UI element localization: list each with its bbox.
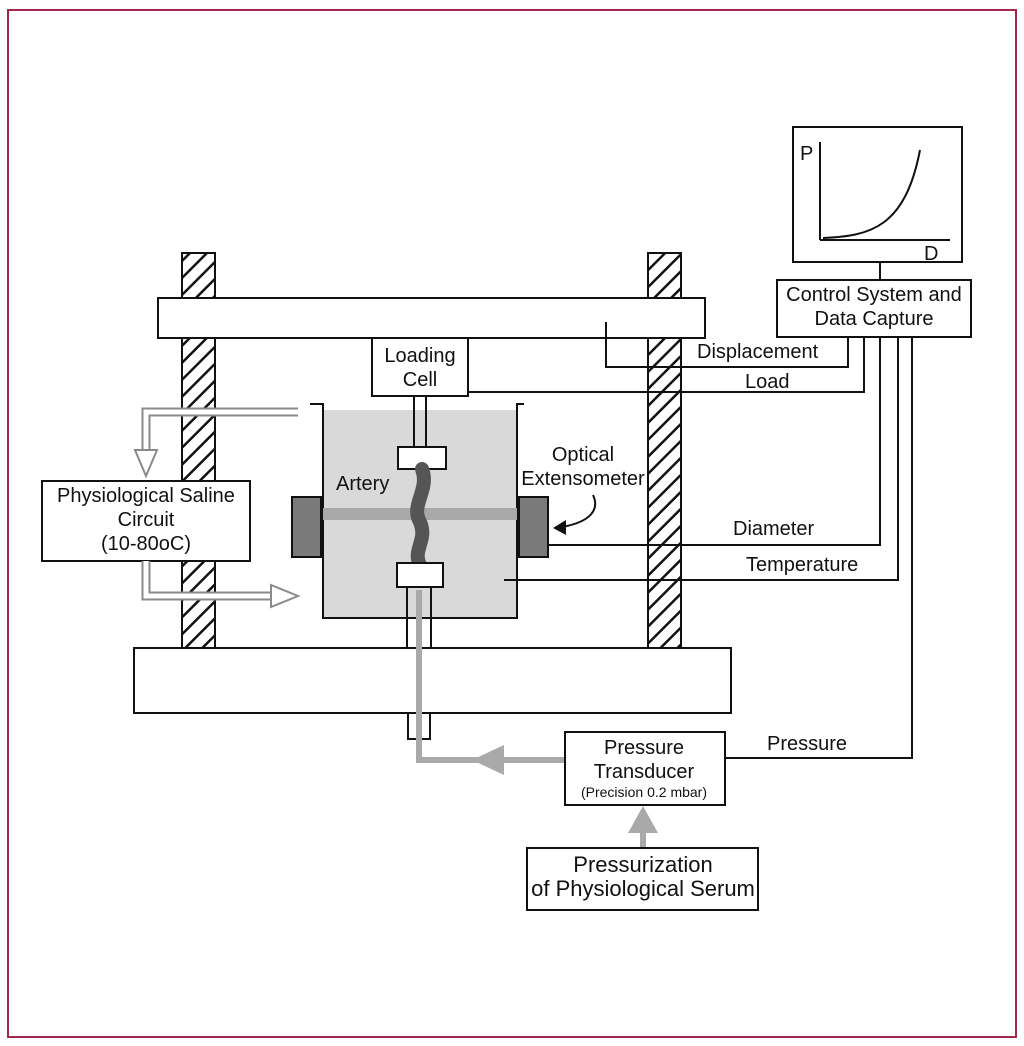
outer-frame (7, 9, 1017, 1038)
temperature-label: Temperature (746, 554, 858, 576)
diameter-label: Diameter (733, 518, 814, 540)
pressurization-label-1: Pressurization (573, 852, 712, 877)
bottom-base (133, 647, 732, 714)
saline-inflow-arrow (141, 561, 301, 609)
extensometer-left-block (291, 496, 322, 558)
pressure-flow-arrowhead (472, 745, 504, 775)
artery-label: Artery (336, 473, 389, 495)
transducer-label-2: Transducer (594, 761, 695, 783)
saline-outflow-arrow (133, 407, 298, 479)
transducer-label-1: Pressure (604, 737, 684, 759)
loading-cell-label-2: Cell (403, 369, 437, 391)
top-crossbar (157, 297, 706, 339)
saline-label-2: Circuit (118, 509, 175, 531)
control-system-label-2: Data Capture (815, 308, 934, 330)
saline-circuit-box: Physiological Saline Circuit (10-80oC) (41, 480, 251, 562)
graph-y-axis-label: P (800, 143, 813, 165)
control-system-label-1: Control System and (786, 284, 962, 306)
load-label: Load (745, 371, 790, 393)
optical-pointer-arrowhead (553, 520, 566, 535)
artery (410, 462, 431, 572)
optical-label-2: Extensometer (521, 468, 645, 490)
graph-x-axis-label: D (924, 243, 938, 265)
pressurization-box: Pressurization of Physiological Serum (526, 847, 759, 911)
lower-clamp (396, 562, 444, 588)
saline-label-3: (10-80oC) (101, 533, 191, 555)
pd-graph: P D (792, 126, 963, 265)
pressure-label: Pressure (767, 733, 847, 755)
optical-label-1: Optical (552, 444, 614, 466)
loading-cell-label-1: Loading (384, 345, 455, 367)
extensometer-right-block (518, 496, 549, 558)
transducer-label-3: (Precision 0.2 mbar) (581, 784, 707, 800)
control-system-box: Control System and Data Capture (776, 279, 972, 338)
pressurization-arrowhead (628, 806, 658, 833)
loading-cell-box: Loading Cell (371, 337, 469, 397)
pressure-transducer-box: Pressure Transducer (Precision 0.2 mbar) (564, 731, 726, 806)
saline-label-1: Physiological Saline (57, 485, 235, 507)
pressurization-label-2: of Physiological Serum (531, 876, 755, 901)
displacement-label: Displacement (697, 341, 819, 363)
